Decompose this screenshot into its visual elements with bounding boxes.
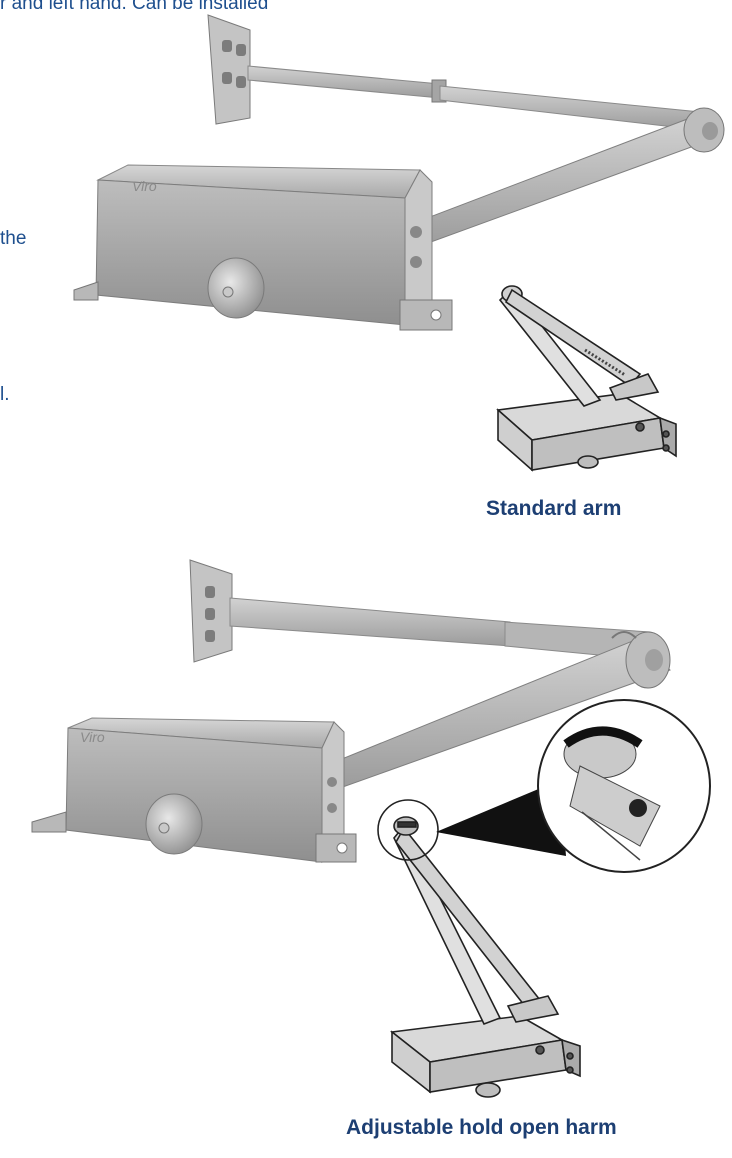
hold-open-arm-diagram: [377, 799, 581, 1098]
hold-open-zoom-detail: [537, 699, 711, 873]
caption-standard-arm: Standard arm: [486, 497, 622, 520]
caption-hold-open-arm: Adjustable hold open harm: [346, 1116, 617, 1139]
body-text-fragment-the: the: [0, 228, 27, 249]
brand-mark-top: Viro: [132, 178, 157, 194]
standard-arm-diagram: [496, 285, 677, 472]
door-closer-standard-photo: Viro: [73, 14, 725, 331]
body-text-fragment-end: l.: [0, 384, 10, 405]
body-text-top-line: r and left hand. Can be installed: [0, 0, 269, 14]
magnifier-wedge: [436, 780, 566, 856]
door-closer-hold-open-photo: Viro: [31, 559, 671, 864]
brand-mark-bottom: Viro: [80, 729, 105, 745]
